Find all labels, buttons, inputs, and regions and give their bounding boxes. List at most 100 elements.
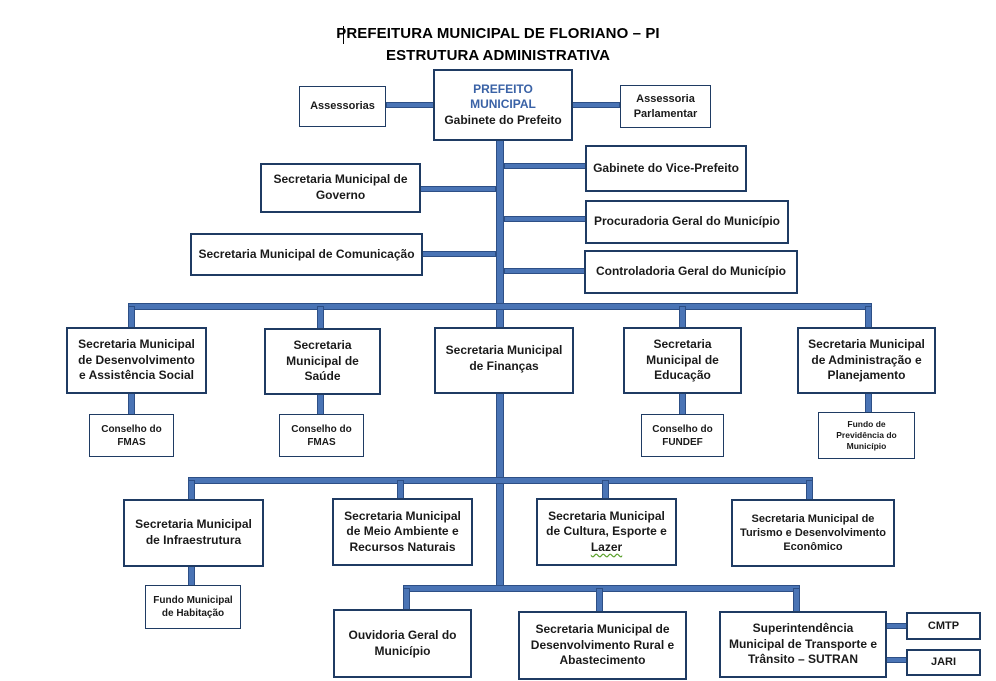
text-cursor (343, 26, 344, 44)
educacao-label: Secretaria (653, 337, 712, 352)
social-label-2: de Desenvolvimento (78, 352, 195, 367)
assessoria-parlamentar-label: Assessoria (636, 93, 695, 106)
prefeito-label-2: MUNICIPAL (470, 97, 536, 112)
ouvidoria-label-2: Município (374, 643, 431, 658)
sutran-label-3: Trânsito – SUTRAN (747, 652, 858, 667)
turismo-label-2: Turismo e Desenvolvimento (740, 526, 886, 539)
social-label: Secretaria Municipal (78, 337, 195, 352)
box-prefeito: PREFEITO MUNICIPAL Gabinete do Prefeito (433, 69, 573, 141)
infraestrutura-label: Secretaria Municipal (135, 517, 252, 532)
box-educacao: Secretaria Municipal de Educação (623, 327, 742, 394)
box-assessoria-parlamentar: Assessoria Parlamentar (620, 85, 711, 128)
connector-comunicacao (422, 251, 496, 257)
assessorias-label: Assessorias (310, 100, 375, 113)
fundo-previdencia-label-3: Município (846, 441, 887, 452)
conselho-fmas-2-label: Conselho do (291, 423, 352, 435)
box-controladoria: Controladoria Geral do Município (584, 250, 798, 294)
rural-label: Secretaria Municipal de (535, 622, 670, 637)
box-comunicacao: Secretaria Municipal de Comunicação (190, 233, 423, 276)
governo-label-2: Governo (315, 188, 366, 202)
cultura-label-2: de Cultura, Esporte e (546, 524, 667, 539)
connector-row2-drop-meio (397, 480, 404, 500)
box-ouvidoria: Ouvidoria Geral do Município (333, 609, 472, 678)
administracao-label-2: de Administração e (811, 352, 922, 367)
rural-label-2: Desenvolvimento Rural e (530, 637, 675, 652)
meio-ambiente-label-2: de Meio Ambiente e (346, 524, 459, 539)
assessoria-parlamentar-label-2: Parlamentar (633, 107, 698, 120)
fundo-previdencia-label-2: Previdência do (836, 429, 897, 440)
saude-label-2: Municipal de (286, 353, 359, 368)
fundo-habitacao-label-2: de Habitação (161, 608, 225, 619)
connector-assessoria-parlamentar (572, 102, 620, 108)
box-meio-ambiente: Secretaria Municipal de Meio Ambiente e … (332, 498, 473, 566)
cmtp-label: CMTP (927, 619, 960, 632)
box-jari: JARI (906, 649, 981, 676)
vice-prefeito-label: Gabinete do Vice-Prefeito (593, 160, 739, 175)
box-financas: Secretaria Municipal de Finanças (434, 327, 574, 394)
connector-sub-habitacao (188, 566, 195, 586)
comunicacao-label: Secretaria Municipal de Comunicação (198, 246, 415, 261)
conselho-fmas-1-label-2: FMAS (117, 436, 146, 448)
fundo-previdencia-label: Fundo de (847, 418, 886, 429)
box-fundo-habitacao: Fundo Municipal de Habitação (145, 585, 241, 629)
connector-controladoria (504, 268, 586, 274)
connector-sub-fundef (679, 393, 686, 415)
box-procuradoria: Procuradoria Geral do Município (585, 200, 789, 244)
box-administracao: Secretaria Municipal de Administração e … (797, 327, 936, 394)
jari-label: JARI (930, 656, 957, 669)
cultura-label-3: Lazer (590, 539, 623, 554)
box-conselho-fundef: Conselho do FUNDEF (641, 414, 724, 457)
controladoria-label: Controladoria Geral do Município (595, 264, 786, 279)
box-governo: Secretaria Municipal de Governo (260, 163, 421, 213)
educacao-label-2: Municipal de (646, 352, 719, 367)
connector-row3-drop-sutran (793, 588, 800, 612)
educacao-label-3: Educação (654, 368, 711, 383)
connector-row2-drop-turismo (806, 480, 813, 501)
connector-vice (504, 163, 586, 169)
turismo-label-3: Econômico (783, 541, 843, 554)
connector-row2-drop-cultura (602, 480, 609, 500)
box-cmtp: CMTP (906, 612, 981, 640)
connector-sub-fmas2 (317, 394, 324, 415)
social-label-3: e Assistência Social (79, 368, 194, 383)
page-title: PREFEITURA MUNICIPAL DE FLORIANO – PI (336, 25, 660, 42)
box-vice-prefeito: Gabinete do Vice-Prefeito (585, 145, 747, 192)
box-sutran: Superintendência Municipal de Transporte… (719, 611, 887, 678)
page-subtitle: ESTRUTURA ADMINISTRATIVA (385, 47, 611, 64)
procuradoria-label: Procuradoria Geral do Município (593, 214, 781, 229)
conselho-fundef-label: Conselho do (652, 423, 713, 435)
box-assessorias: Assessorias (299, 86, 386, 127)
saude-label: Secretaria (293, 338, 352, 353)
financas-label-2: de Finanças (469, 358, 539, 373)
turismo-label: Secretaria Municipal de (751, 512, 875, 525)
meio-ambiente-label-3: Recursos Naturais (349, 539, 456, 554)
ouvidoria-label: Ouvidoria Geral do (348, 627, 457, 642)
box-turismo: Secretaria Municipal de Turismo e Desenv… (731, 499, 895, 567)
cultura-label: Secretaria Municipal (548, 508, 665, 523)
gabinete-prefeito-label: Gabinete do Prefeito (444, 112, 562, 127)
financas-label: Secretaria Municipal (445, 343, 563, 357)
connector-procuradoria (504, 216, 586, 222)
saude-label-3: Saúde (304, 369, 341, 384)
connector-jari (886, 657, 907, 663)
box-conselho-fmas-1: Conselho do FMAS (89, 414, 174, 457)
box-saude: Secretaria Municipal de Saúde (264, 328, 381, 395)
connector-governo (420, 186, 496, 192)
box-rural: Secretaria Municipal de Desenvolvimento … (518, 611, 687, 680)
connector-sub-previdencia (865, 393, 872, 413)
conselho-fundef-label-2: FUNDEF (662, 436, 703, 448)
administracao-label: Secretaria Municipal (808, 337, 925, 352)
box-conselho-fmas-2: Conselho do FMAS (279, 414, 364, 457)
conselho-fmas-2-label-2: FMAS (307, 436, 336, 448)
connector-row1-drop-saude (317, 306, 324, 330)
box-cultura: Secretaria Municipal de Cultura, Esporte… (536, 498, 677, 566)
sutran-label: Superintendência (752, 621, 854, 636)
connector-assessorias (386, 102, 434, 108)
connector-row2-drop-infra (188, 480, 195, 501)
meio-ambiente-label: Secretaria Municipal (344, 508, 461, 523)
connector-row3-drop-ouvidoria (403, 588, 410, 610)
connector-row1-bus (128, 303, 872, 310)
box-infraestrutura: Secretaria Municipal de Infraestrutura (123, 499, 264, 567)
sutran-label-2: Municipal de Transporte e (728, 636, 878, 651)
conselho-fmas-1-label: Conselho do (101, 423, 162, 435)
